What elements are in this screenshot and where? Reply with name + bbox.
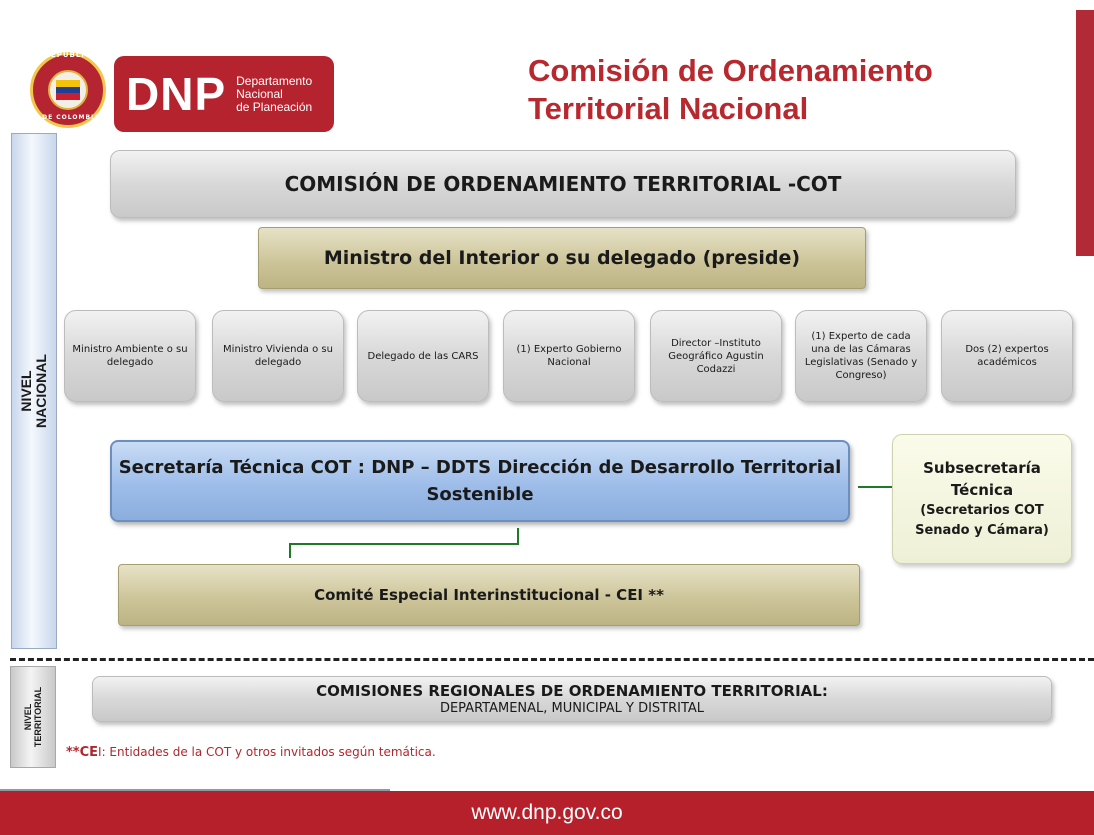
member-box: (1) Experto de cada una de las Cámaras L… (795, 310, 927, 402)
subsecretaria-detail: (Secretarios COT Senado y Cámara) (915, 503, 1049, 538)
seal-text-bottom: DE COLOMBIA (42, 114, 100, 121)
dnp-name: Departamento Nacional de Planeación (236, 73, 313, 114)
member-box: Dos (2) expertos académicos (941, 310, 1073, 402)
member-box: Ministro Vivienda o su delegado (212, 310, 344, 402)
subsecretaria-title: Subsecretaría Técnica (923, 459, 1041, 499)
footer-url-text: www.dnp.gov.co (471, 801, 623, 824)
nivel-nacional-bar (11, 133, 57, 649)
title-line-2: Territorial Nacional (528, 91, 809, 126)
title-line-1: Comisión de Ordenamiento (528, 53, 933, 88)
member-box: (1) Experto Gobierno Nacional (503, 310, 635, 402)
dnp-wordmark: DNP (126, 68, 227, 120)
nivel-territorial-bar (10, 666, 56, 768)
footnote-mark-end: I (98, 745, 102, 759)
regionales-subtitle: DEPARTAMENAL, MUNICIPAL Y DISTRITAL (439, 700, 705, 716)
footnote: **CEI: Entidades de la COT y otros invit… (66, 745, 436, 760)
page-title: Comisión de Ordenamiento Territorial Nac… (528, 52, 1048, 128)
seal-text-top: REPÚBLICA (44, 51, 98, 59)
level-divider (10, 658, 1094, 661)
member-box: Delegado de las CARS (357, 310, 489, 402)
regionales-title: COMISIONES REGIONALES DE ORDENAMIENTO TE… (316, 681, 828, 700)
regionales-box: COMISIONES REGIONALES DE ORDENAMIENTO TE… (92, 676, 1052, 722)
seal-emblem (48, 70, 88, 110)
dnp-name-line-2: Nacional (236, 86, 283, 101)
flag-icon (56, 80, 80, 100)
dnp-name-line-1: Departamento (236, 73, 313, 88)
member-box: Ministro Ambiente o su delegado (64, 310, 196, 402)
dnp-logo: DNP Departamento Nacional de Planeación (114, 56, 334, 132)
footnote-text: : Entidades de la COT y otros invitados … (101, 745, 436, 759)
cei-box: Comité Especial Interinstitucional - CEI… (118, 564, 860, 626)
secretaria-cei-connector (289, 528, 519, 558)
subsecretaria-box: Subsecretaría Técnica (Secretarios COT S… (892, 434, 1072, 564)
dnp-name-line-3: de Planeación (236, 99, 313, 114)
secretaria-tecnica-box: Secretaría Técnica COT : DNP – DDTS Dire… (110, 440, 850, 522)
footnote-mark: **CE (66, 745, 99, 760)
ministro-box: Ministro del Interior o su delegado (pre… (258, 227, 866, 289)
member-box: Director –Instituto Geográfico Agustin C… (650, 310, 782, 402)
footer-url: www.dnp.gov.co (0, 791, 1094, 835)
cot-box: COMISIÓN DE ORDENAMIENTO TERRITORIAL -CO… (110, 150, 1016, 218)
accent-bar (1076, 10, 1094, 256)
